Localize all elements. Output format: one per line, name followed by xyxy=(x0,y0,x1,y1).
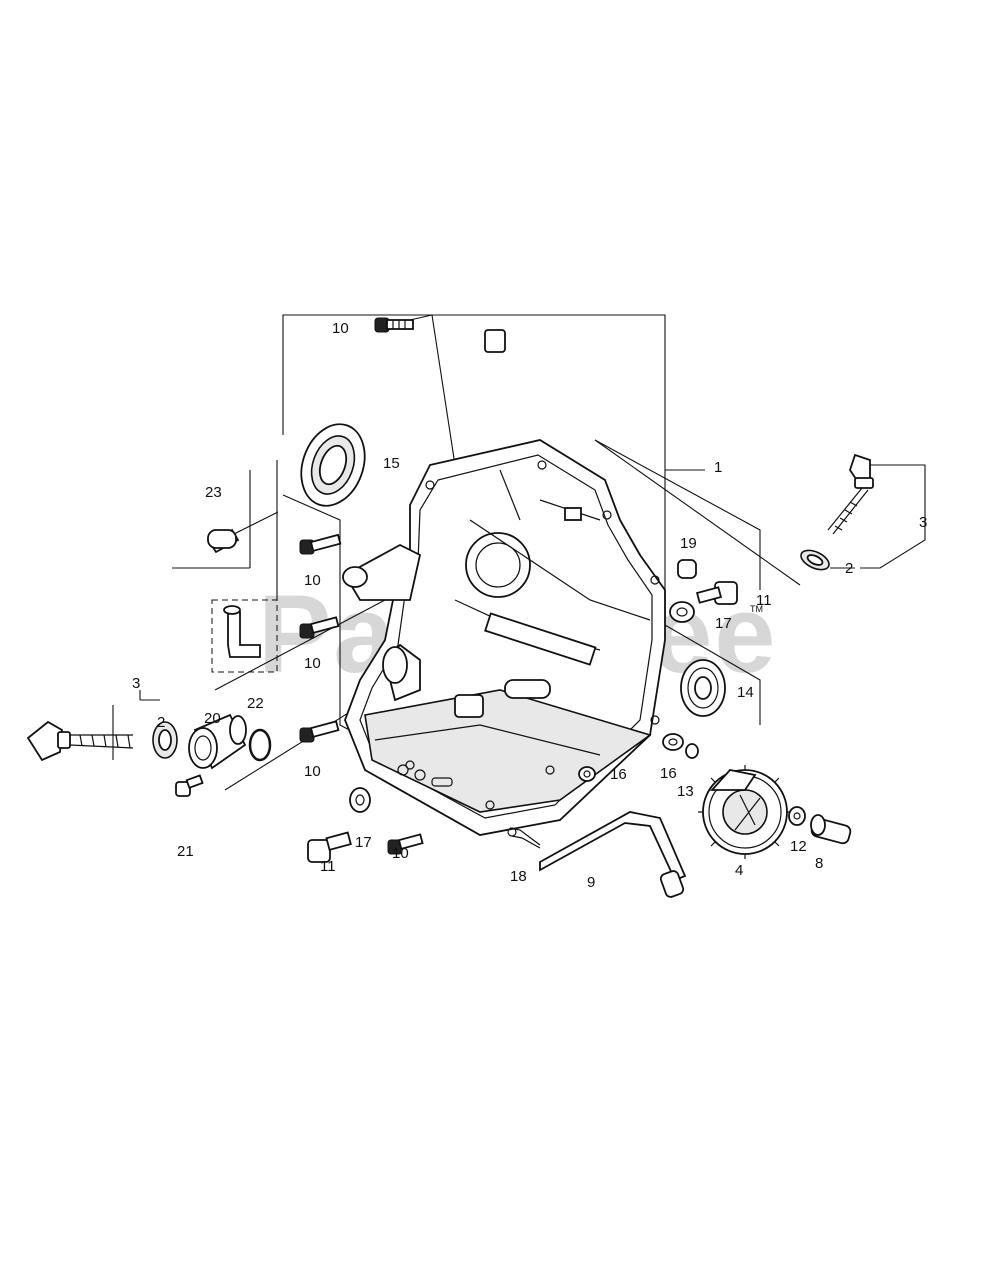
washer-16-upper xyxy=(662,733,684,751)
dipstick-3-right xyxy=(827,453,874,535)
callout-17-right: 17 xyxy=(715,615,732,632)
callout-12: 12 xyxy=(790,838,807,855)
bolt-11-lower xyxy=(307,831,352,863)
callout-10-middle-left: 10 xyxy=(304,655,321,672)
callout-16-upper: 16 xyxy=(660,765,677,782)
dowel-pin-23 xyxy=(207,528,240,554)
callout-23: 23 xyxy=(205,484,222,501)
callout-13: 13 xyxy=(677,783,694,800)
oring-2-left xyxy=(152,721,178,759)
washer-13 xyxy=(685,743,699,759)
bolt-10-middle-left xyxy=(299,616,340,639)
oring-22 xyxy=(248,728,272,762)
callout-8: 8 xyxy=(815,855,823,872)
washer-17-lower xyxy=(349,787,371,813)
callout-10-bottom: 10 xyxy=(392,845,409,862)
callout-18: 18 xyxy=(510,868,527,885)
callout-16-lower: 16 xyxy=(610,766,627,783)
bolt-10-bottom xyxy=(387,833,424,855)
crankcase-cover xyxy=(342,329,666,836)
callout-3-right: 3 xyxy=(919,514,927,531)
bolt-11-right xyxy=(695,581,738,605)
callout-1: 1 xyxy=(714,459,722,476)
callout-9: 9 xyxy=(587,874,595,891)
callout-11-lower: 11 xyxy=(320,858,336,875)
oring-2-right xyxy=(800,549,830,571)
callout-2-right: 2 xyxy=(845,560,853,577)
shaft-8 xyxy=(810,814,852,845)
breather-hose xyxy=(223,605,261,658)
clip-18 xyxy=(507,827,541,849)
callout-15: 15 xyxy=(383,455,400,472)
governor-gear-4 xyxy=(698,765,792,859)
washer-16-lower xyxy=(578,766,596,782)
watermark-trademark: TM xyxy=(750,604,763,614)
oil-filler-20 xyxy=(188,713,247,770)
washer-17-right xyxy=(669,601,695,623)
callout-20: 20 xyxy=(204,710,221,727)
washer-12 xyxy=(788,806,806,826)
callout-10-top: 10 xyxy=(332,320,349,337)
callout-3-left: 3 xyxy=(132,675,140,692)
bolt-10-lower-left xyxy=(299,720,340,743)
collar-19 xyxy=(677,559,697,579)
callout-2-left: 2 xyxy=(157,714,165,731)
callout-labels: 1 2 2 3 3 4 8 9 10 10 10 10 10 11 11 12 … xyxy=(132,320,927,891)
callout-14: 14 xyxy=(737,684,754,701)
callout-10-lower-left: 10 xyxy=(304,763,321,780)
callout-11-right: 11 xyxy=(756,592,772,609)
callout-21: 21 xyxy=(177,843,194,860)
callout-4: 4 xyxy=(735,862,743,879)
dipstick-3-left xyxy=(26,720,134,762)
callout-22: 22 xyxy=(247,695,264,712)
bearing-14 xyxy=(680,659,726,717)
bolt-10-top xyxy=(374,317,414,333)
bolt-21 xyxy=(175,774,204,797)
oil-seal-15 xyxy=(300,423,366,507)
bolt-10-upper-left xyxy=(299,533,342,555)
callout-10-upper-left: 10 xyxy=(304,572,321,589)
callout-17-lower: 17 xyxy=(355,834,372,851)
callout-19: 19 xyxy=(680,535,697,552)
governor-arm-9 xyxy=(539,811,687,898)
breather-hose-box xyxy=(211,599,278,673)
